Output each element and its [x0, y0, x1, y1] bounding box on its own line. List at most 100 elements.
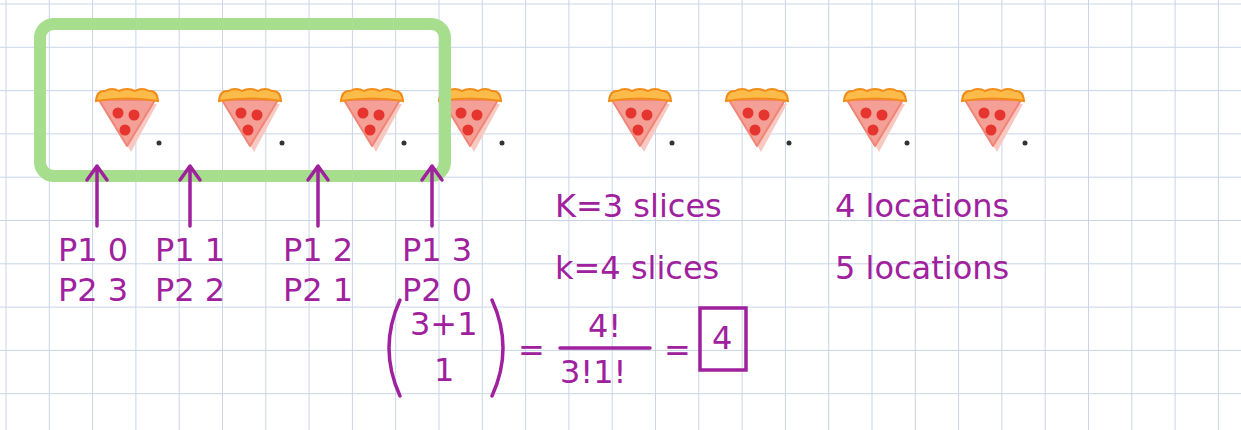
pepperoni [861, 108, 872, 119]
handwritten-label: 5 locations [835, 252, 1009, 284]
handwritten-label: P1 2 [283, 234, 353, 266]
pepperoni [995, 110, 1006, 121]
grid-line [0, 47, 1241, 48]
dot [402, 141, 407, 146]
dot [1023, 141, 1028, 146]
up-arrow [308, 166, 328, 226]
slice-crust [609, 89, 671, 101]
pepperoni [986, 125, 997, 136]
slice-body [344, 100, 400, 146]
slice-body [222, 100, 278, 146]
up-arrow [180, 166, 200, 226]
pepperoni [236, 108, 247, 119]
fraction-bar [560, 346, 650, 350]
grid-line [92, 0, 93, 430]
grid-line [828, 0, 829, 430]
handwritten-label: P2 3 [58, 274, 128, 306]
pepperoni [759, 110, 770, 121]
pizza-slice [962, 89, 1028, 152]
slice-body [612, 100, 668, 146]
dot [787, 141, 792, 146]
pizza-slice [219, 89, 285, 152]
handwritten-label: 4 [712, 322, 732, 354]
grid-line [0, 393, 1241, 394]
handwritten-label: P2 2 [155, 274, 225, 306]
slice-body [99, 100, 155, 146]
right-parenthesis [492, 300, 503, 396]
handwritten-label: K=3 slices [555, 190, 722, 222]
handwritten-label: P1 3 [402, 234, 472, 266]
grid-line [1175, 0, 1176, 430]
grid-line [265, 0, 266, 430]
up-arrow [87, 166, 107, 226]
grid-line [0, 4, 1241, 5]
grid-line [785, 0, 786, 430]
handwritten-label: P2 0 [402, 274, 472, 306]
pizza-slices [96, 89, 1028, 152]
handwritten-label: 3!1! [560, 356, 626, 388]
handwritten-label: = [664, 334, 691, 366]
slice-crust [844, 89, 906, 101]
pepperoni [456, 108, 467, 119]
grid-line [1131, 0, 1132, 430]
pepperoni [877, 110, 888, 121]
grid-line [309, 0, 310, 430]
pepperoni [374, 110, 385, 121]
pepperoni [472, 110, 483, 121]
slice-body [965, 100, 1021, 146]
handwritten-label: P1 1 [155, 234, 225, 266]
dot [670, 141, 675, 146]
green-selection-box [40, 24, 445, 176]
pizza-slice [341, 89, 407, 152]
grid-line [179, 0, 180, 430]
dot [905, 141, 910, 146]
dot [500, 141, 505, 146]
pepperoni [868, 125, 879, 136]
up-arrow [422, 166, 442, 226]
dot [280, 141, 285, 146]
pizza-slice [96, 89, 162, 152]
handwritten-label: P1 0 [58, 234, 128, 266]
pepperoni [365, 125, 376, 136]
pepperoni [243, 125, 254, 136]
dot [157, 141, 162, 146]
pepperoni [120, 125, 131, 136]
location-arrows [87, 166, 442, 226]
handwritten-label: 3+1 [410, 308, 478, 340]
pizza-slice [844, 89, 910, 152]
pepperoni [463, 125, 474, 136]
grid-line [395, 0, 396, 430]
handwritten-label: = [518, 334, 545, 366]
grid-line [1045, 0, 1046, 430]
left-parenthesis [389, 300, 400, 396]
pepperoni [979, 108, 990, 119]
pepperoni [113, 108, 124, 119]
grid-line [222, 0, 223, 430]
handwritten-label: P2 1 [283, 274, 353, 306]
slice-crust [96, 89, 158, 101]
grid-line [482, 0, 483, 430]
pepperoni [626, 108, 637, 119]
pizza-slice [726, 89, 792, 152]
handwritten-label: k=4 slices [555, 252, 719, 284]
grid-line [1088, 0, 1089, 430]
slice-crust [962, 89, 1024, 101]
grid-line [0, 307, 1241, 308]
grid-line [742, 0, 743, 430]
grid-line [1218, 0, 1219, 430]
grid-line [6, 0, 7, 430]
slice-body [847, 100, 903, 146]
pepperoni [633, 125, 644, 136]
grid-line [0, 133, 1241, 134]
grid-line [0, 350, 1241, 351]
pepperoni [358, 108, 369, 119]
pepperoni [642, 110, 653, 121]
grid-line [49, 0, 50, 430]
pepperoni [129, 110, 140, 121]
handwritten-label: 4 locations [835, 190, 1009, 222]
pepperoni [750, 125, 761, 136]
slice-crust [341, 89, 403, 101]
slice-body [729, 100, 785, 146]
